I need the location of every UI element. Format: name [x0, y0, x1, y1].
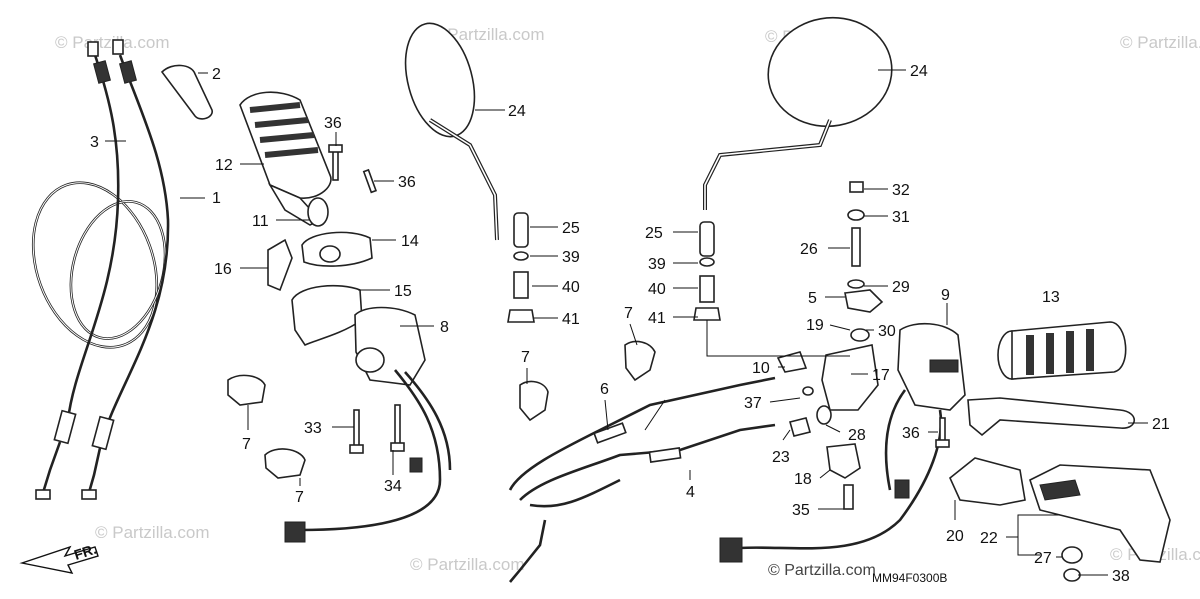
callout-37: 37 [744, 395, 762, 412]
callout-7a: 7 [242, 436, 251, 453]
callout-23: 23 [772, 449, 790, 466]
part-21-lever [967, 397, 1136, 437]
watermark-4: © Partzilla.com [1120, 33, 1200, 52]
callout-21: 21 [1152, 416, 1170, 433]
callout-40b: 40 [648, 281, 666, 298]
watermark-5: © Partzilla.com [95, 523, 210, 542]
callout-27: 27 [1034, 550, 1052, 567]
callout-31: 31 [892, 209, 910, 226]
footer-watermark: © Partzilla.com [768, 562, 876, 579]
callout-30: 30 [878, 323, 896, 340]
mount-stack-left [507, 212, 535, 323]
front-marker: FR. [19, 541, 99, 574]
callout-1: 1 [212, 190, 221, 207]
callout-6: 6 [600, 381, 609, 398]
mount-stack-right [693, 221, 721, 321]
callout-7b: 7 [295, 489, 304, 506]
callout-40a: 40 [562, 279, 580, 296]
callout-14: 14 [401, 233, 419, 250]
callout-25b: 25 [645, 225, 663, 242]
callout-41a: 41 [562, 311, 580, 328]
callout-5: 5 [808, 290, 817, 307]
front-marker-label: FR. [72, 541, 98, 563]
part-13-grip [997, 321, 1127, 380]
callout-38: 38 [1112, 568, 1130, 585]
callout-7d: 7 [624, 305, 633, 322]
callouts: 1 2 3 4 5 6 7 7 7 7 8 9 10 11 12 13 14 1… [90, 63, 1170, 585]
callout-17: 17 [872, 367, 890, 384]
cable-coils [31, 39, 170, 500]
callout-20: 20 [946, 528, 964, 545]
callout-33: 33 [304, 420, 322, 437]
callout-28: 28 [848, 427, 866, 444]
callout-25a: 25 [562, 220, 580, 237]
cables-center [508, 376, 776, 583]
callout-39a: 39 [562, 249, 580, 266]
callout-9: 9 [941, 287, 950, 304]
callout-32: 32 [892, 182, 910, 199]
callout-10: 10 [752, 360, 770, 377]
part-12-throttle-grip [239, 91, 332, 227]
watermarks: © Partzilla.com © Partzilla.com © Partzi… [55, 25, 1200, 574]
handguards [949, 457, 1171, 582]
diagram-code: MM94F0300B [872, 571, 947, 585]
callout-19: 19 [806, 317, 824, 334]
part-9-switch-housing [719, 322, 966, 563]
callout-8: 8 [440, 319, 449, 336]
callout-24b: 24 [910, 63, 928, 80]
mirror-right [703, 16, 893, 210]
lever-assembly [776, 181, 884, 510]
screws-left [328, 144, 405, 454]
callout-11: 11 [252, 213, 269, 230]
callout-26: 26 [800, 241, 818, 258]
watermark-6: © Partzilla.com [410, 555, 525, 574]
callout-36c: 36 [902, 425, 920, 442]
clamps-left [227, 374, 306, 479]
callout-34: 34 [384, 478, 402, 495]
callout-13: 13 [1042, 289, 1060, 306]
callout-24a: 24 [508, 103, 526, 120]
callout-36a: 36 [324, 115, 342, 132]
wire-harness-left [284, 369, 452, 543]
callout-41b: 41 [648, 310, 666, 327]
callout-39b: 39 [648, 256, 666, 273]
callout-7c: 7 [521, 349, 530, 366]
callout-2: 2 [212, 66, 221, 83]
callout-12: 12 [215, 157, 233, 174]
mirror-left [404, 22, 499, 241]
callout-35: 35 [792, 502, 810, 519]
callout-3: 3 [90, 134, 99, 151]
screw-36-right [935, 417, 950, 448]
callout-16: 16 [214, 261, 232, 278]
callout-18: 18 [794, 471, 812, 488]
callout-29: 29 [892, 279, 910, 296]
watermark-2: © Partzilla.com [430, 25, 545, 44]
leader-lines [105, 69, 1148, 576]
callout-36b: 36 [398, 174, 416, 191]
callout-22: 22 [980, 530, 998, 547]
part-2-sleeve [160, 64, 213, 120]
switch-housings-left [267, 231, 426, 386]
callout-15: 15 [394, 283, 412, 300]
callout-4: 4 [686, 484, 695, 501]
clamps-center [519, 340, 656, 422]
